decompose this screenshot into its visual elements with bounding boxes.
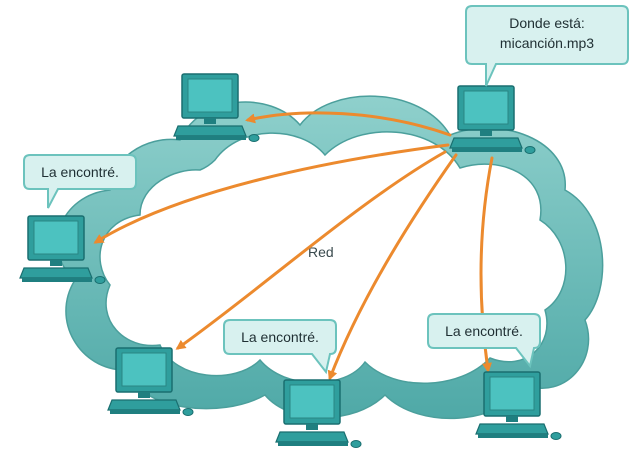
arrow-to-left-computer [93, 143, 450, 244]
response-bubble-left: La encontré. [23, 154, 137, 209]
response-bubble-bottom-right: La encontré. [427, 313, 541, 369]
network-label: Red [308, 244, 334, 260]
response-bottom-middle-label: La encontré. [241, 329, 319, 345]
source-query-bubble: Donde está: micanción.mp3 [465, 5, 629, 87]
response-bubble-bottom-middle: La encontré. [223, 319, 337, 375]
response-left-label: La encontré. [41, 164, 119, 180]
query-line-2: micanción.mp3 [500, 35, 594, 51]
query-line-1: Donde está: [509, 15, 585, 31]
arrow-to-bottom-left-computer [175, 150, 447, 350]
response-bottom-right-label: La encontré. [445, 323, 523, 339]
arrow-to-top-computer [245, 111, 452, 137]
arrow-to-bottom-middle-computer [327, 153, 458, 381]
